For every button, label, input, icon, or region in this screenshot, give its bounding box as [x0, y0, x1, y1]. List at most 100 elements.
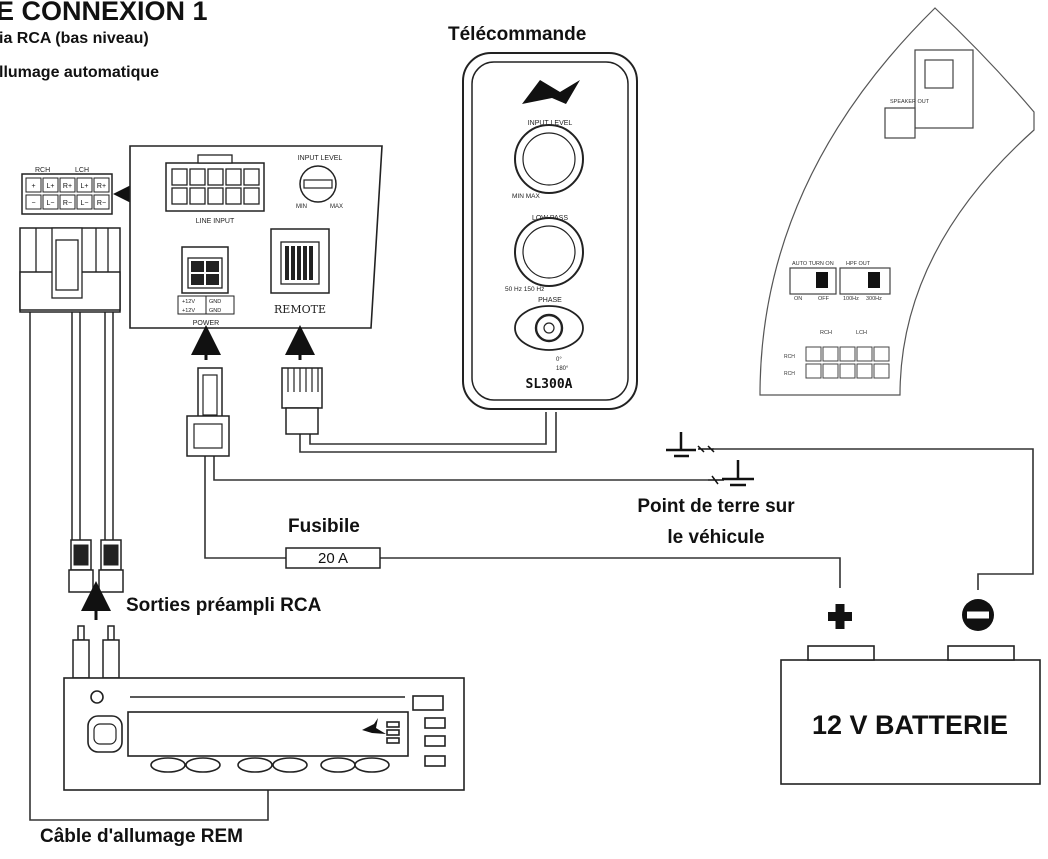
side-connector-pin	[805, 363, 822, 379]
connector-pin-label: R+	[63, 183, 72, 190]
phase-0-label: 0°	[556, 357, 562, 363]
battery-body	[780, 659, 1041, 785]
connector-pin-label: R−	[63, 200, 72, 207]
rem-cable-label: Câble d'allumage REM	[40, 826, 244, 847]
remote-cable-b	[309, 412, 547, 445]
power-knob-icon	[90, 690, 104, 704]
ground-label-1: Point de terre sur	[637, 496, 795, 517]
left-connector: RCH LCH +L+R+L+R+−L−R−L−R−	[19, 167, 121, 313]
phase-180-label: 180°	[556, 366, 569, 372]
battery-plus-icon	[828, 604, 852, 629]
fuse-box	[285, 547, 381, 569]
connector-pin	[42, 194, 59, 210]
side-connector-pin	[822, 346, 839, 362]
line-input-pin	[243, 168, 260, 186]
svg-text:GND: GND	[209, 299, 221, 305]
esx-logo-icon	[522, 80, 580, 104]
ground-wire	[213, 455, 708, 481]
input-level-label: INPUT LEVEL	[298, 155, 343, 162]
connector-pin	[59, 177, 76, 193]
ground-label-2: le véhicule	[667, 527, 765, 548]
connector-pin	[42, 177, 59, 193]
svg-text:ON: ON	[794, 296, 802, 302]
connector-cells: +L+R+L+R+−L−R−L−R−	[25, 177, 110, 210]
side-connector-pin	[839, 363, 856, 379]
ground-icon	[666, 432, 696, 458]
ring-terminal-icon	[697, 445, 715, 453]
head-unit	[63, 677, 465, 791]
line-input-pin	[225, 168, 242, 186]
svg-text:RCH: RCH	[784, 371, 795, 377]
auto-turn-on-switch[interactable]	[789, 267, 837, 295]
connector-pin	[59, 194, 76, 210]
min-label: MIN	[296, 204, 307, 210]
connector-rch-label: RCH	[35, 167, 50, 174]
ring-terminal-icon	[708, 475, 724, 485]
max-label: MAX	[330, 204, 343, 210]
wires	[29, 310, 1034, 821]
battery-minus-icon	[962, 599, 994, 631]
fuse-value: 20 A	[318, 550, 348, 567]
logo-star-icon	[362, 718, 386, 734]
connector-pin	[25, 177, 42, 193]
svg-text:+12V: +12V	[182, 299, 195, 305]
hpf-out-label: HPF OUT	[846, 261, 871, 267]
auto-turn-on-label: AUTO TURN ON	[792, 261, 834, 267]
min-max-label: MIN MAX	[512, 193, 540, 200]
minus-wire	[714, 448, 1034, 590]
svg-text:100Hz: 100Hz	[843, 296, 859, 302]
battery-plus-terminal	[807, 645, 875, 661]
ground-symbols	[666, 432, 754, 487]
remote-model-label: SL300A	[526, 377, 573, 392]
remote-plug	[281, 367, 323, 435]
connector-pin-label: L−	[81, 200, 89, 207]
remote-control-unit: INPUT LEVEL MIN MAX LOW PASS 50 Hz 150 H…	[462, 52, 638, 410]
line-input-label: LINE INPUT	[196, 218, 235, 225]
connector-pin	[25, 194, 42, 210]
connector-pin-label: R+	[97, 183, 106, 190]
line-input-pin	[189, 187, 206, 205]
svg-text:300Hz: 300Hz	[866, 296, 882, 302]
connector-pin-label: +	[31, 183, 35, 190]
page-title: E CONNEXION 1	[0, 0, 208, 26]
connector-pin-label: L+	[47, 183, 55, 190]
battery-label: 12 V BATTERIE	[812, 710, 1008, 740]
battery-minus-terminal	[947, 645, 1015, 661]
side-connector-pin	[873, 363, 890, 379]
preset-buttons	[150, 757, 390, 773]
power-wire-to-plus	[380, 557, 841, 588]
side-connector-pin	[822, 363, 839, 379]
amp-input-panel: LINE INPUT INPUT LEVEL MIN MAX +12V GND …	[129, 145, 383, 329]
side-connector-pin	[839, 346, 856, 362]
hpf-out-switch[interactable]	[839, 267, 891, 295]
head-unit-rca-outputs	[72, 625, 120, 679]
connector-pin	[93, 177, 110, 193]
connector-pin-label: R−	[97, 200, 106, 207]
side-connector-pin	[856, 346, 873, 362]
line-input-pin	[207, 168, 224, 186]
line-input-pin	[171, 187, 188, 205]
battery	[780, 645, 1041, 785]
connector-pin	[93, 194, 110, 210]
svg-text:+12V: +12V	[182, 308, 195, 314]
remote-title: Télécommande	[448, 24, 587, 45]
svg-text:RCH: RCH	[784, 354, 795, 360]
remote-cable-a	[299, 412, 557, 453]
svg-text:LCH: LCH	[856, 330, 867, 336]
side-connector-pin	[805, 346, 822, 362]
display-panel	[127, 711, 409, 757]
connector-pin-label: L−	[47, 200, 55, 207]
power-wire-to-fuse	[204, 455, 286, 559]
phase-label: PHASE	[538, 297, 562, 304]
connector-pin	[76, 194, 93, 210]
line-input-pin	[171, 168, 188, 186]
remote-label: REMOTE	[274, 303, 326, 316]
speaker-out-label: SPEAKER OUT	[890, 99, 930, 105]
power-plug	[186, 367, 230, 457]
svg-text:RCH: RCH	[820, 330, 832, 336]
remote-input-level-label: INPUT LEVEL	[528, 120, 573, 127]
subtitle-rca: ia RCA (bas niveau)	[0, 30, 149, 47]
line-input-pin	[243, 187, 260, 205]
preamp-label: Sorties préampli RCA	[126, 595, 322, 616]
